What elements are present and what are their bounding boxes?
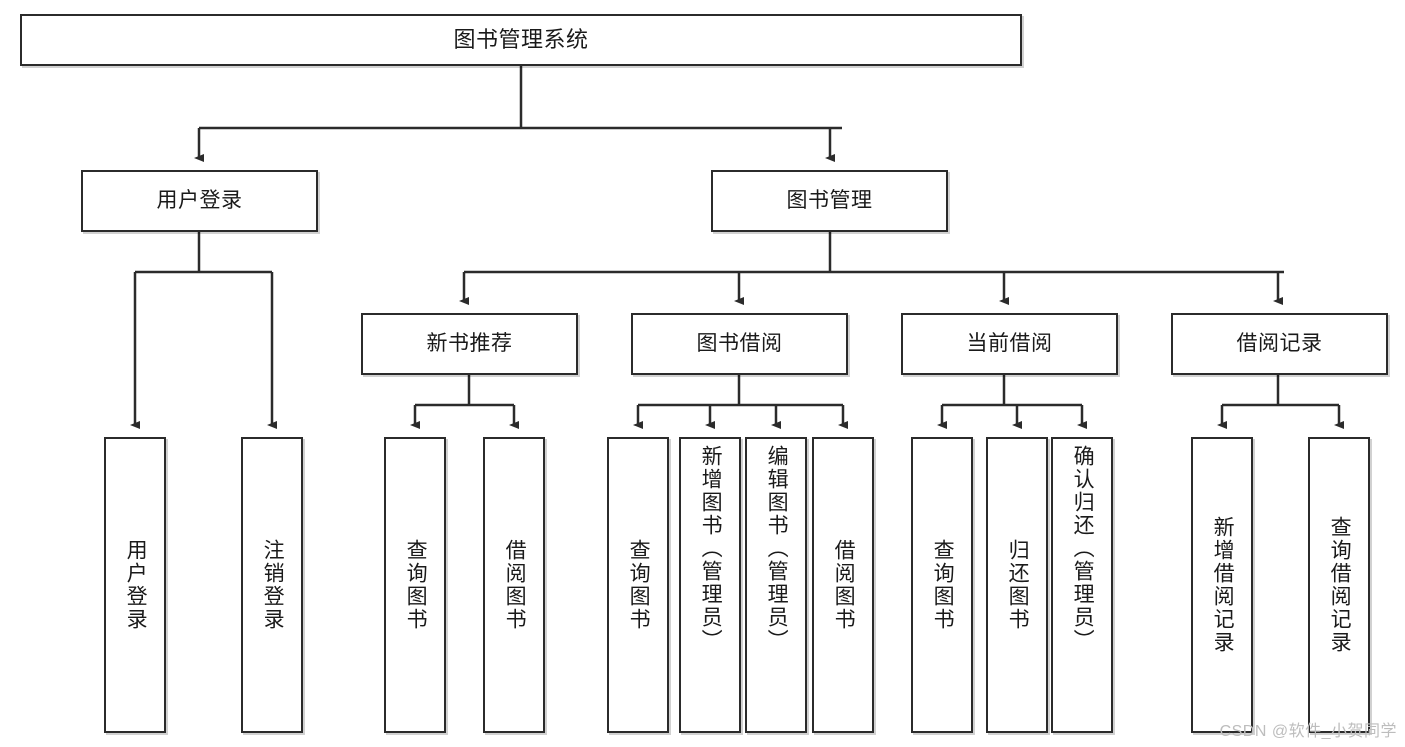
leaf-query-book-recommend[interactable]: 查询图书 [384, 437, 446, 733]
leaf-user-login[interactable]: 用户登录 [104, 437, 166, 733]
node-borrow-record-label: 借阅记录 [1236, 331, 1323, 355]
leaf-add-book-admin-label: 新增图书（管理员） [699, 445, 723, 652]
leaf-add-borrow-record-label: 新增借阅记录 [1211, 516, 1235, 654]
node-root-label: 图书管理系统 [453, 27, 589, 53]
node-user-login-label: 用户登录 [156, 188, 243, 212]
leaf-logout-login[interactable]: 注销登录 [241, 437, 303, 733]
leaf-borrow-book-recommend-label: 借阅图书 [503, 539, 527, 631]
leaf-query-borrow-record[interactable]: 查询借阅记录 [1308, 437, 1370, 733]
node-borrow-record[interactable]: 借阅记录 [1171, 313, 1388, 375]
leaf-logout-login-label: 注销登录 [261, 539, 285, 631]
node-root[interactable]: 图书管理系统 [20, 14, 1022, 66]
node-current-borrow[interactable]: 当前借阅 [901, 313, 1118, 375]
node-book-manage-label: 图书管理 [786, 188, 873, 212]
leaf-confirm-return-admin[interactable]: 确认归还（管理员） [1051, 437, 1113, 733]
leaf-borrow-book[interactable]: 借阅图书 [812, 437, 874, 733]
node-book-borrow[interactable]: 图书借阅 [631, 313, 848, 375]
leaf-borrow-book-label: 借阅图书 [832, 539, 856, 631]
leaf-query-borrow-record-label: 查询借阅记录 [1328, 516, 1352, 654]
node-new-book-recommend-label: 新书推荐 [426, 331, 513, 355]
leaf-return-book-label: 归还图书 [1006, 539, 1030, 631]
leaf-query-book-current-label: 查询图书 [931, 539, 955, 631]
node-user-login[interactable]: 用户登录 [81, 170, 318, 232]
leaf-query-book-borrow[interactable]: 查询图书 [607, 437, 669, 733]
leaf-edit-book-admin-label: 编辑图书（管理员） [765, 445, 789, 652]
leaf-query-book-recommend-label: 查询图书 [404, 539, 428, 631]
node-new-book-recommend[interactable]: 新书推荐 [361, 313, 578, 375]
leaf-add-book-admin[interactable]: 新增图书（管理员） [679, 437, 741, 733]
leaf-return-book[interactable]: 归还图书 [986, 437, 1048, 733]
leaf-add-borrow-record[interactable]: 新增借阅记录 [1191, 437, 1253, 733]
node-current-borrow-label: 当前借阅 [966, 331, 1053, 355]
leaf-borrow-book-recommend[interactable]: 借阅图书 [483, 437, 545, 733]
leaf-query-book-borrow-label: 查询图书 [627, 539, 651, 631]
leaf-query-book-current[interactable]: 查询图书 [911, 437, 973, 733]
watermark-text: CSDN @软件_小贺同学 [1219, 723, 1397, 740]
node-book-borrow-label: 图书借阅 [696, 331, 783, 355]
leaf-confirm-return-admin-label: 确认归还（管理员） [1071, 445, 1095, 652]
leaf-edit-book-admin[interactable]: 编辑图书（管理员） [745, 437, 807, 733]
node-book-manage[interactable]: 图书管理 [711, 170, 948, 232]
leaf-user-login-label: 用户登录 [124, 539, 148, 631]
